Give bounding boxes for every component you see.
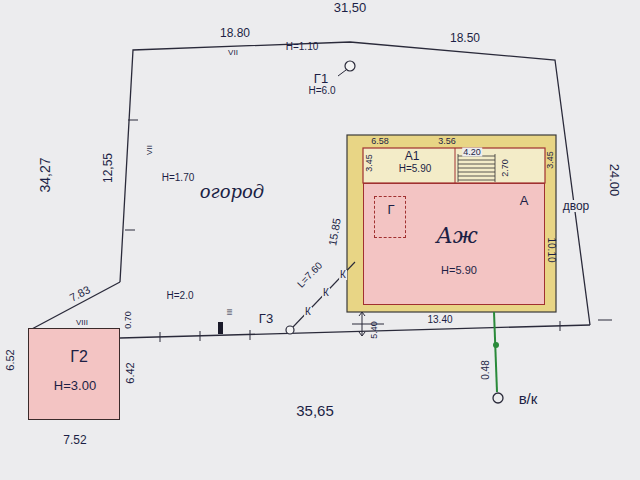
dimension-label: 4.20	[462, 148, 482, 157]
dimension-label: двор	[562, 200, 591, 212]
dimension-label: 34,27	[38, 156, 52, 193]
cesspool-symbol	[286, 326, 294, 334]
fence-post	[218, 322, 223, 334]
dimension-label: К	[322, 288, 330, 298]
water-line	[494, 312, 497, 392]
dimension-label: Г3	[258, 312, 274, 325]
dimension-label: VII	[227, 49, 239, 57]
building-box: А1Н=5.90	[385, 150, 453, 182]
dimension-label: 3.45	[546, 150, 555, 170]
building-label: А1	[405, 150, 420, 162]
well-symbol	[345, 61, 355, 71]
dimension-label: в/к	[518, 391, 539, 406]
building-box: Г2Н=3.00	[28, 328, 120, 420]
leader-line	[338, 70, 346, 76]
building-label: Аж	[436, 225, 478, 247]
dimension-label: 0.70	[124, 310, 133, 330]
dimension-label: 13.40	[426, 315, 453, 325]
sewer-line	[293, 262, 355, 327]
dimension-label: 0.48	[481, 359, 491, 380]
cellar-box: Г	[374, 196, 406, 238]
dimension-label: Г1	[313, 72, 329, 85]
building-label: Г2	[70, 349, 88, 365]
dimension-label: VIII	[75, 319, 89, 327]
dimension-label: 18.80	[219, 27, 251, 39]
building-label: Н=3.00	[54, 379, 96, 392]
building-label: Г	[387, 203, 394, 216]
dimension-label: VII	[146, 144, 154, 156]
dimension-label: III	[226, 308, 234, 317]
dimension-label: 24.00	[608, 163, 621, 198]
building-label: Н=5.90	[441, 265, 477, 276]
dimension-label: 18.50	[449, 32, 481, 44]
dimension-label: 12,55	[102, 152, 114, 184]
dimension-label: Н=2.0	[166, 291, 195, 301]
plot-boundary	[30, 42, 612, 338]
annex-wall	[455, 148, 456, 183]
dimension-marker	[352, 312, 384, 336]
dimension-label: 5.40	[370, 320, 379, 340]
dimension-label: 35,65	[295, 403, 335, 418]
dimension-label: Н=1.70	[161, 173, 196, 183]
building-label: А	[520, 194, 529, 207]
house-outline	[347, 135, 556, 312]
dimension-label: 6.42	[125, 361, 136, 384]
building-box: А АжН=5.90 Г	[363, 183, 545, 305]
building-label: Н=5.90	[399, 164, 432, 174]
dimension-label: К	[339, 270, 347, 280]
water-column-symbol	[493, 393, 503, 403]
annex-outline	[363, 148, 545, 183]
dimension-label: 3.56	[437, 137, 457, 146]
dimension-label: 6.52	[5, 348, 16, 371]
dimension-label: 10.10	[546, 236, 556, 263]
dimension-label: Н=1.10	[285, 42, 320, 52]
dimension-label: 7.52	[62, 434, 87, 446]
fence-ticks	[125, 120, 560, 342]
dimension-label: 31,50	[333, 1, 368, 14]
dimension-label: 15.85	[327, 217, 343, 248]
dimension-label: 2.70	[501, 158, 510, 178]
dimension-label: L=7.60	[295, 260, 325, 291]
dimension-label: 3.45	[365, 153, 374, 173]
dimension-label: Н=6.0	[308, 86, 337, 96]
stairs-hatch	[458, 154, 495, 182]
dimension-label: 7.83	[67, 284, 93, 305]
dimension-label: 6.58	[370, 137, 390, 146]
dimension-label: огород	[199, 183, 266, 201]
dimension-label: К	[304, 307, 312, 317]
water-point	[493, 342, 499, 348]
